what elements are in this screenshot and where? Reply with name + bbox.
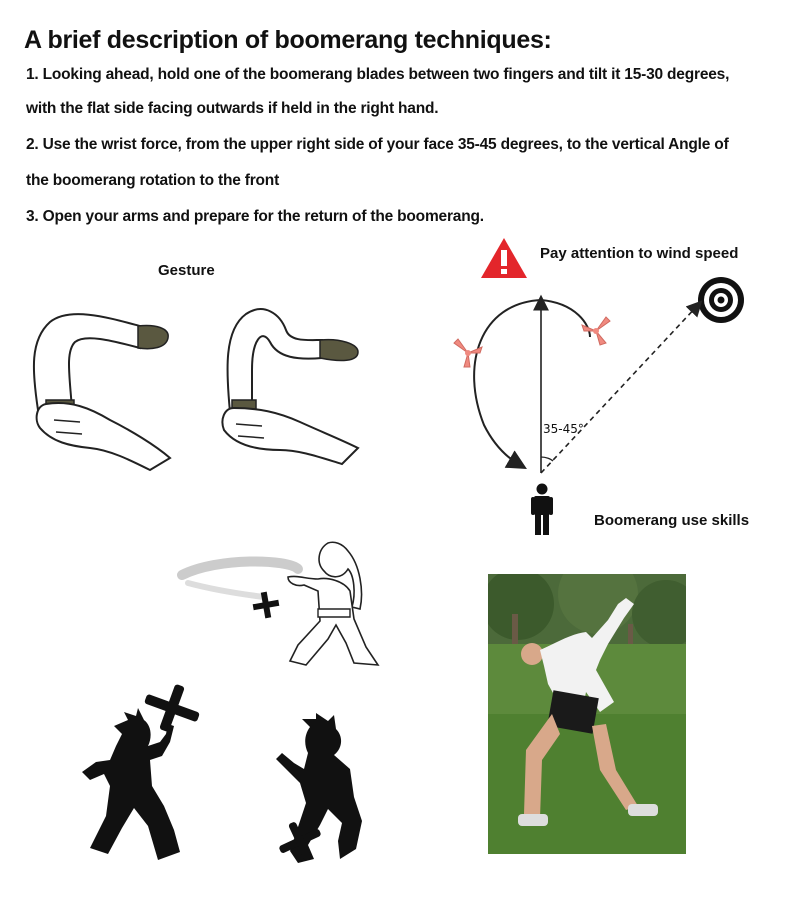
step-2-line-2: the boomerang rotation to the front	[26, 172, 280, 189]
angle-label: 35-45°	[543, 422, 584, 436]
person-icon	[531, 483, 553, 535]
page-title: A brief description of boomerang techniq…	[24, 26, 552, 54]
wind-speed-label: Pay attention to wind speed	[540, 245, 739, 262]
flight-path-diagram	[453, 294, 703, 474]
gesture-illustration-right	[221, 308, 360, 466]
gesture-label: Gesture	[158, 262, 215, 279]
step-1-line-1: 1. Looking ahead, hold one of the boomer…	[26, 66, 730, 83]
warning-icon	[481, 238, 527, 278]
crouch-silhouette	[276, 713, 362, 863]
boomerang-icon	[453, 338, 483, 368]
step-1-line-2: with the flat side facing outwards if he…	[26, 100, 439, 117]
target-icon	[698, 277, 744, 323]
step-2-line-1: 2. Use the wrist force, from the upper r…	[26, 136, 729, 153]
gesture-illustration-left	[32, 313, 172, 472]
boomerang-icon	[581, 316, 611, 346]
catcher-silhouette	[82, 684, 200, 860]
step-3-line-1: 3. Open your arms and prepare for the re…	[26, 208, 484, 225]
thrower-illustration	[177, 541, 380, 666]
thrower-photo	[488, 574, 686, 854]
skills-label: Boomerang use skills	[594, 512, 750, 529]
